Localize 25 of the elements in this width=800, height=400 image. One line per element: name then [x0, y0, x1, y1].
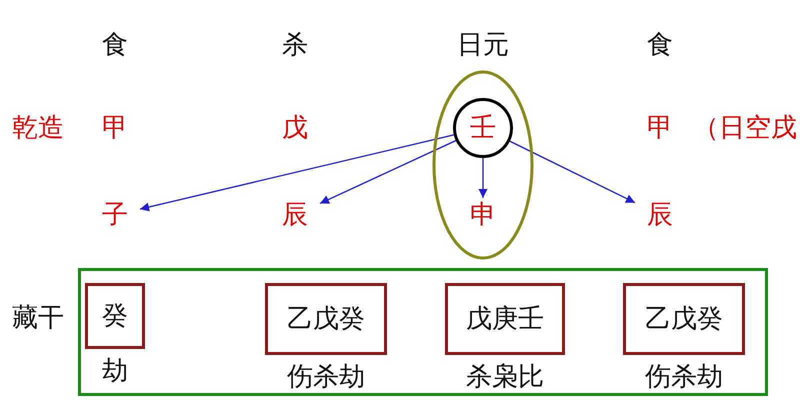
column-heading: 食: [102, 30, 128, 60]
row-label: 藏干: [12, 303, 64, 333]
arrow: [478, 158, 488, 198]
stem-character: 戊: [282, 113, 308, 143]
arrow: [510, 140, 636, 204]
highlight-ellipse: [432, 70, 534, 260]
column-heading: 日元: [457, 30, 509, 60]
column-heading: 食: [647, 30, 673, 60]
stem-character: 甲: [647, 113, 673, 143]
arrow: [320, 140, 456, 204]
note-text: （日空戌: [693, 113, 797, 143]
caption-text: 杀枭比: [466, 362, 544, 392]
branch-character: 辰: [635, 198, 685, 232]
branch-character: 申: [458, 198, 508, 232]
column-heading: 杀: [282, 30, 308, 60]
branch-character: 子: [90, 198, 140, 232]
stem-character: 甲: [102, 113, 128, 143]
branch-character: 辰: [270, 198, 320, 232]
circled-character: 壬: [453, 98, 513, 158]
caption-text: 伤杀劫: [645, 362, 723, 392]
arrow: [140, 134, 454, 212]
group-frame: [78, 268, 768, 396]
caption-text: 伤杀劫: [287, 362, 365, 392]
caption-text: 劫: [102, 356, 128, 386]
row-label: 乾造: [12, 113, 64, 143]
